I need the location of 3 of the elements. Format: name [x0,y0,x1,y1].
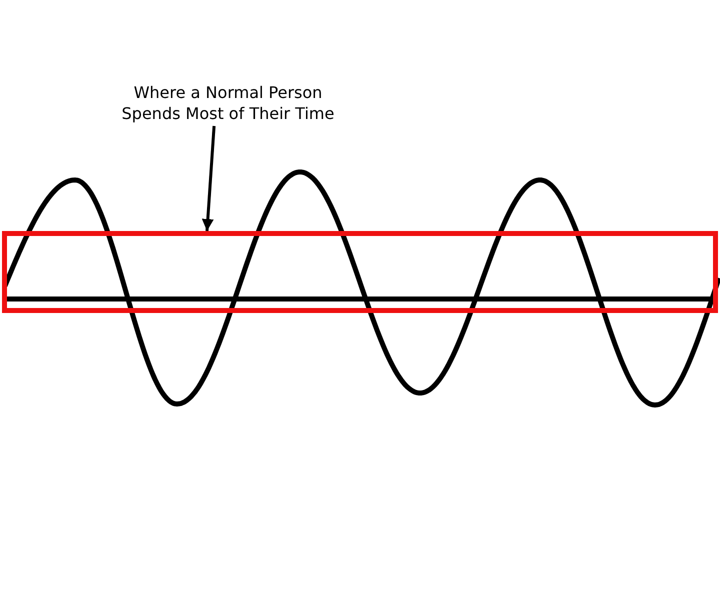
annotation-text: Where a Normal Person Spends Most of Their Time [112,82,344,124]
highlight-rectangle [2,231,718,313]
arrow [202,126,216,232]
